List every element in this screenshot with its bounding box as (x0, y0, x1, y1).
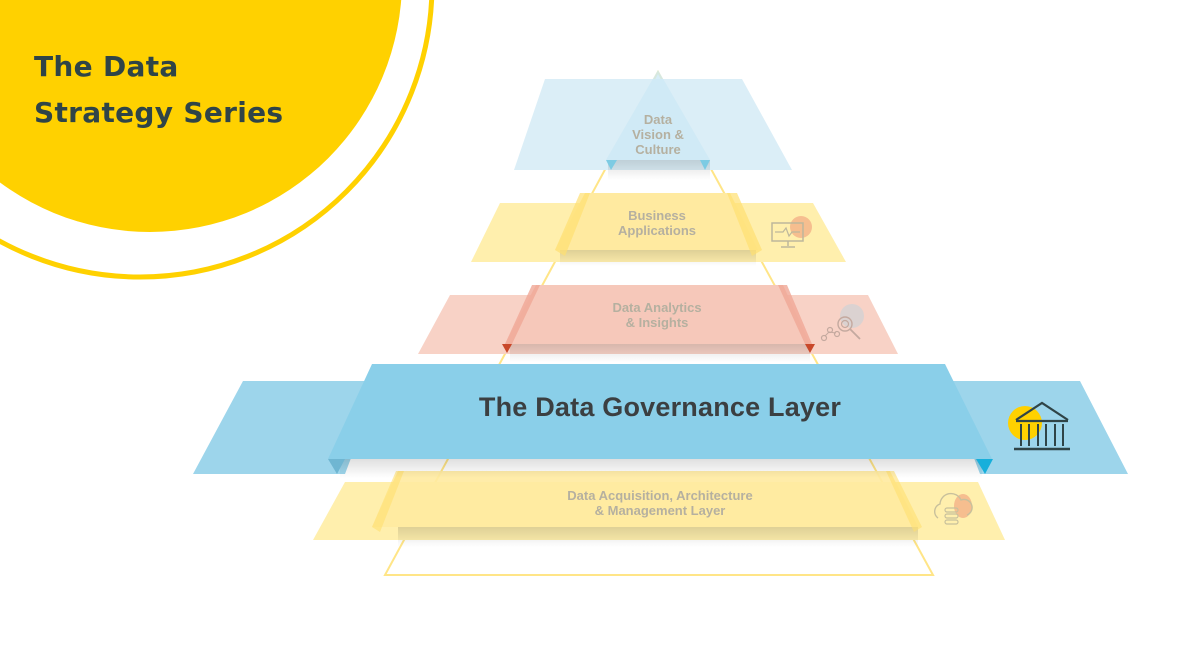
layer-vision[interactable] (514, 70, 792, 180)
label-business-line1: Business (628, 208, 686, 223)
layer-analytics[interactable] (418, 285, 898, 362)
label-acquisition: Data Acquisition, Architecture & Managem… (510, 488, 810, 518)
label-analytics: Data Analytics & Insights (557, 300, 757, 330)
label-analytics-line2: & Insights (625, 315, 689, 330)
series-title: The Data Strategy Series (34, 44, 283, 136)
label-business-line2: Applications (617, 223, 696, 238)
bank-building-icon (1008, 401, 1070, 451)
series-title-line2: Strategy Series (34, 96, 284, 129)
label-vision-line1: Data (643, 112, 673, 127)
label-business: Business Applications (557, 208, 757, 238)
label-analytics-line1: Data Analytics (612, 300, 702, 315)
label-acquisition-line2: & Management Layer (594, 503, 726, 518)
layer-business[interactable] (471, 193, 846, 266)
label-vision-line3: Culture (635, 142, 681, 157)
layer-acquisition[interactable] (313, 471, 1005, 547)
cloud-database-icon (934, 492, 973, 525)
monitor-pulse-icon (771, 216, 812, 248)
layer-governance[interactable] (193, 364, 1128, 478)
label-vision: Data Vision & Culture (608, 112, 708, 157)
label-governance: The Data Governance Layer (478, 392, 842, 422)
brand-circle (0, 0, 435, 280)
analytics-magnifier-icon (820, 304, 864, 342)
series-title-line1: The Data (34, 50, 179, 83)
label-acquisition-line1: Data Acquisition, Architecture (567, 488, 753, 503)
label-vision-line2: Vision & (632, 127, 684, 142)
